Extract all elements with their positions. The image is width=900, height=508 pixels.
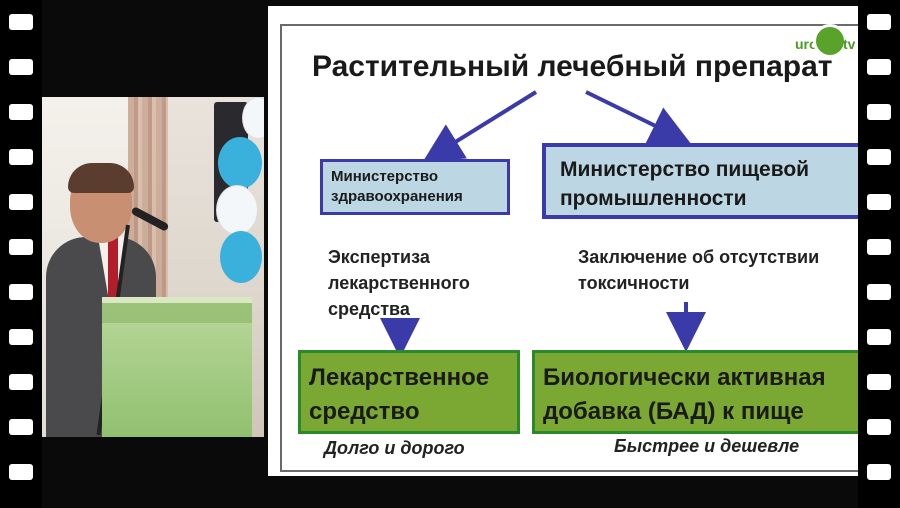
ministry-health-line-1: Министерство (331, 168, 439, 185)
expertise-text: Экспертиза лекарственного средства (328, 244, 470, 322)
conclusion-line-2: токсичности (578, 273, 690, 293)
drug-box: Лекарственное средство (298, 350, 520, 434)
film-perforation (9, 284, 33, 300)
film-perforation (867, 329, 891, 345)
balloon (216, 185, 258, 235)
ministry-food-box: Министерство пищевой промышленности (542, 143, 858, 219)
film-perforation (9, 14, 33, 30)
film-perforation (9, 194, 33, 210)
film-perforation (9, 239, 33, 255)
film-perforation (9, 419, 33, 435)
ministry-food-line-2: промышленности (560, 187, 747, 210)
logo-right-text: tv (843, 36, 856, 52)
film-perforation (9, 464, 33, 480)
flow-arrows (380, 90, 706, 358)
balloon (218, 137, 262, 189)
conclusion-line-1: Заключение об отсутствии (578, 247, 820, 267)
presentation-slide: Растительный лечебный препарат Министерс… (268, 6, 858, 476)
arrow-title-to-health (422, 90, 538, 163)
film-perforation (867, 239, 891, 255)
film-perforation (867, 374, 891, 390)
film-perforation (9, 329, 33, 345)
arrow-title-to-food (585, 90, 691, 144)
film-perforation (9, 59, 33, 75)
supplement-line-1: Биологически активная (543, 364, 826, 391)
film-strip-right (858, 0, 900, 508)
caption-right: Быстрее и дешевле (614, 436, 800, 456)
slide-title: Растительный лечебный препарат (312, 50, 833, 83)
slide-border (280, 24, 858, 472)
film-strip-left (0, 0, 42, 508)
film-perforation (867, 59, 891, 75)
ministry-food-line-1: Министерство пищевой (560, 158, 810, 181)
video-frame[interactable]: Растительный лечебный препарат Министерс… (42, 0, 858, 508)
film-perforation (867, 104, 891, 120)
caption-left: Долго и дорого (324, 438, 465, 458)
logo-left-text: uro (795, 36, 818, 52)
channel-logo: uro tv (795, 14, 857, 64)
drug-line-2: средство (309, 398, 420, 425)
ministry-health-line-2: здравоохранения (331, 188, 463, 205)
logo-circle-icon (813, 24, 847, 58)
expertise-line-3: средства (328, 299, 410, 319)
expertise-line-1: Экспертиза (328, 247, 430, 267)
speaker-hair (68, 163, 134, 193)
film-perforation (9, 104, 33, 120)
film-perforation (867, 149, 891, 165)
film-perforation (867, 194, 891, 210)
balloon (220, 231, 262, 283)
speaker-video-panel (42, 97, 264, 437)
film-perforation (867, 464, 891, 480)
podium-cloth (102, 303, 252, 323)
conclusion-text: Заключение об отсутствии токсичности (578, 244, 819, 296)
expertise-line-2: лекарственного (328, 273, 470, 293)
film-perforation (867, 284, 891, 300)
supplement-box: Биологически активная добавка (БАД) к пи… (532, 350, 858, 434)
drug-line-1: Лекарственное (309, 364, 490, 391)
film-perforation (867, 14, 891, 30)
film-perforation (867, 419, 891, 435)
ministry-health-box: Министерство здравоохранения (320, 159, 510, 215)
speaker-tie (108, 237, 118, 297)
supplement-line-2: добавка (БАД) к пище (543, 398, 804, 425)
film-perforation (9, 374, 33, 390)
film-perforation (9, 149, 33, 165)
